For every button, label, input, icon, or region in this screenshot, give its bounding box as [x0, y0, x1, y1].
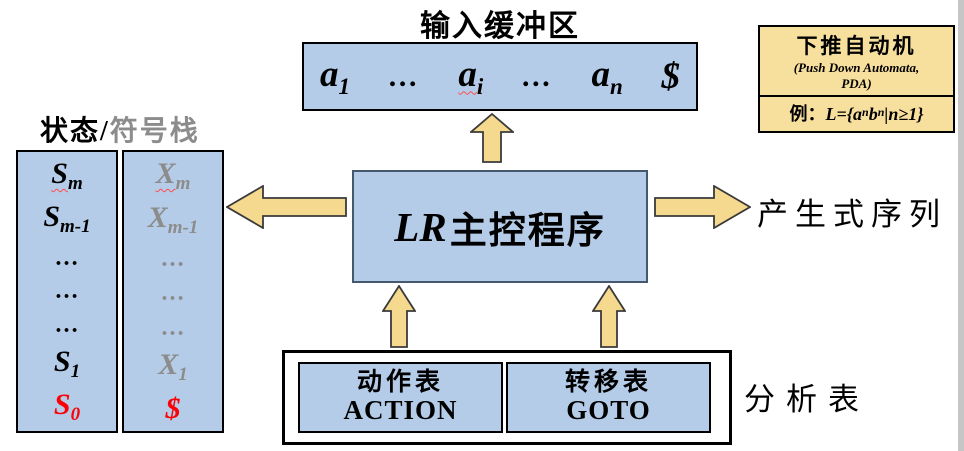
pda-subtitle: (Push Down Automata, PDA): [793, 60, 920, 91]
stack-cell: Xm-1: [147, 201, 199, 239]
window-edge-strip: [956, 0, 964, 451]
stack-cell: …: [160, 246, 186, 273]
stack-cell: X1: [158, 347, 188, 385]
arrow-up-to-buffer-icon: [470, 113, 514, 163]
input-buffer-box: a1 … ai … an $: [302, 42, 698, 111]
goto-table-cn-label: 转移表: [564, 369, 652, 397]
stack-cell: Xm: [155, 157, 191, 195]
analysis-table-label: 分析表: [744, 382, 870, 417]
stack-cell-s0: S0: [53, 388, 81, 426]
arrow-right-to-output-icon: [654, 185, 751, 229]
pda-example: 例：L={anbn|n≥1}: [789, 104, 924, 125]
stack-cell: …: [160, 280, 186, 307]
stack-cell: …: [54, 278, 80, 305]
action-table-cn-label: 动作表: [356, 369, 444, 397]
stack-cell: Sm-1: [43, 200, 91, 238]
buffer-token-a1: a1: [320, 53, 350, 99]
action-table-box: 动作表 ACTION: [298, 362, 503, 433]
stack-title: 状态/符号栈: [40, 116, 200, 147]
pda-note-top: 下推自动机 (Push Down Automata, PDA): [760, 27, 953, 98]
arrow-up-from-goto-icon: [592, 285, 626, 348]
buffer-token-ai: ai: [458, 53, 484, 99]
state-stack-column: Sm Sm-1 … … … S1 S0: [16, 150, 118, 433]
input-buffer-title: 输入缓冲区: [420, 10, 580, 43]
action-table-en-label: ACTION: [343, 395, 458, 426]
stack-cell-bottom: $: [165, 391, 181, 425]
arrow-up-from-action-icon: [382, 285, 416, 348]
stack-cell: …: [54, 312, 80, 339]
stack-cell: …: [54, 244, 80, 271]
production-sequence-label: 产生式序列: [757, 197, 947, 232]
buffer-token-end: $: [661, 56, 680, 97]
pda-note-box: 下推自动机 (Push Down Automata, PDA) 例：L={anb…: [758, 25, 955, 134]
arrow-left-to-stack-icon: [226, 185, 347, 229]
buffer-token-an: an: [591, 53, 623, 99]
stack-cell: Sm: [51, 156, 83, 194]
stack-cell: S1: [53, 344, 81, 382]
stack-cell: …: [160, 314, 186, 341]
pda-title: 下推自动机: [796, 34, 917, 58]
buffer-ellipsis: …: [388, 59, 420, 93]
goto-table-box: 转移表 GOTO: [506, 362, 711, 433]
buffer-ellipsis: …: [521, 59, 553, 93]
symbol-stack-column: Xm Xm-1 … … … X1 $: [122, 150, 224, 433]
goto-table-en-label: GOTO: [566, 395, 651, 426]
